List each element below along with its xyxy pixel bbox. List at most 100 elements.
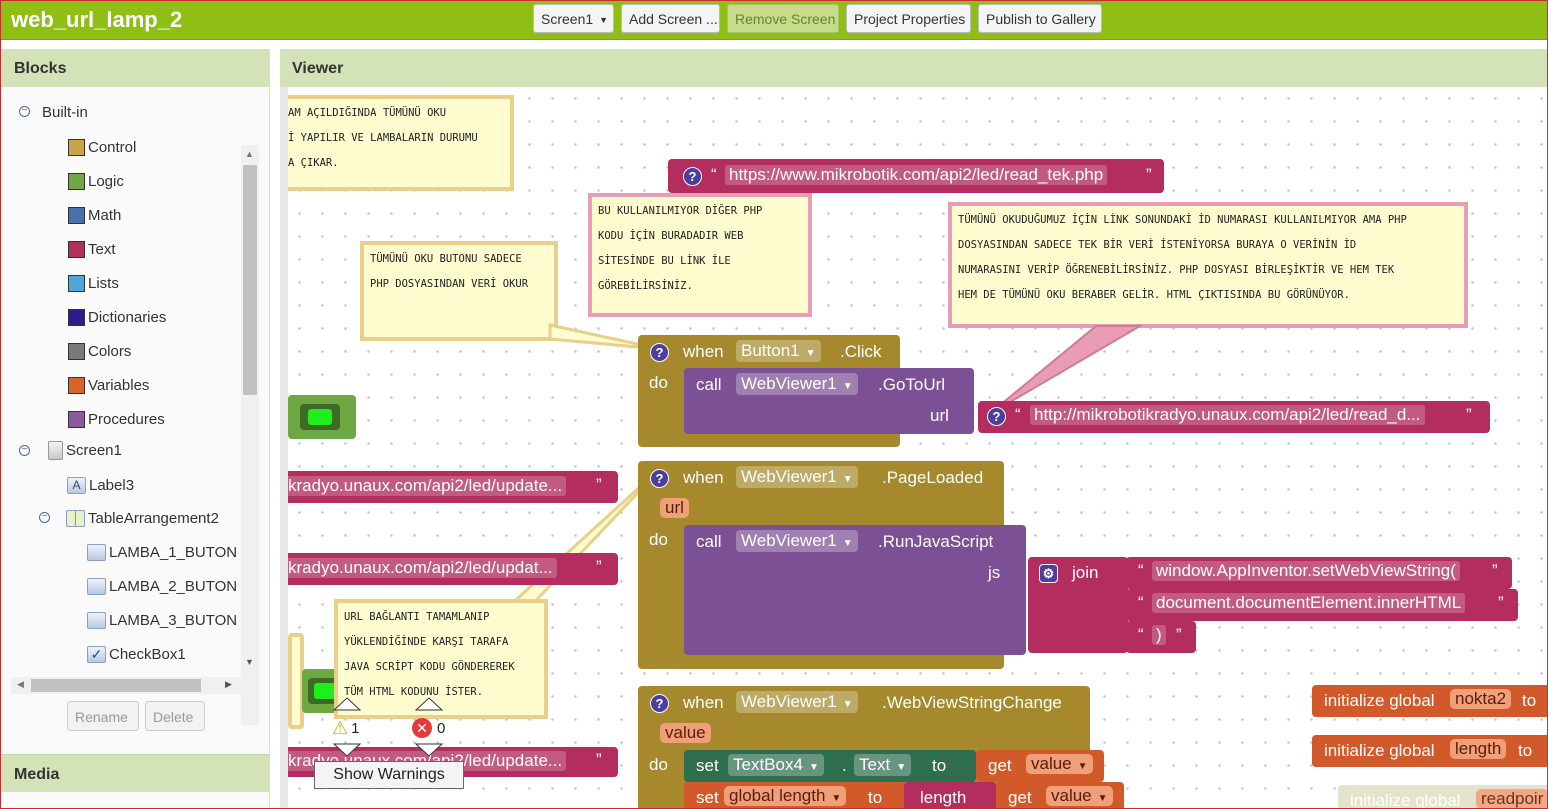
help-icon[interactable]: ? <box>650 343 669 362</box>
set-global-length[interactable]: set global length▼ to <box>684 782 906 808</box>
string-value[interactable]: http://mikrobotikradyo.unaux.com/api2/le… <box>1030 405 1425 425</box>
global-dropdown[interactable]: global length▼ <box>724 786 847 806</box>
init-global-nokta2[interactable]: initialize global nokta2 to <box>1312 685 1547 717</box>
category-label: Math <box>88 206 122 224</box>
string-value[interactable]: kradyo.unaux.com/api2/led/update... <box>288 476 567 496</box>
text-block-update-1[interactable]: kradyo.unaux.com/api2/led/update... ” <box>288 471 618 503</box>
scroll-thumb[interactable] <box>243 165 257 395</box>
init-global-readpoint[interactable]: initialize global readpoir <box>1338 785 1547 808</box>
tree-screen1[interactable]: Screen1 <box>48 439 122 461</box>
comment-top[interactable]: AM AÇILDIĞINDA TÜMÜNÜ OKU İ YAPILIR VE L… <box>288 95 514 191</box>
text-block-join-3[interactable]: “ ) ” <box>1126 621 1196 653</box>
chevron-down-icon: ▼ <box>599 15 609 26</box>
category-procedures[interactable]: Procedures <box>68 408 165 430</box>
help-icon[interactable]: ? <box>650 694 669 713</box>
tree-builtin[interactable]: Built-in <box>42 103 88 121</box>
collapse-icon[interactable]: − <box>19 445 30 456</box>
delete-button[interactable]: Delete <box>145 701 205 731</box>
string-value[interactable]: window.AppInventor.setWebViewString( <box>1152 561 1460 581</box>
global-name[interactable]: length <box>1450 739 1507 759</box>
remove-screen-button[interactable]: Remove Screen <box>727 4 839 33</box>
text-block-join-1[interactable]: “ window.AppInventor.setWebViewString( ” <box>1126 557 1512 589</box>
value-arg[interactable]: value <box>660 723 711 743</box>
tree-vertical-scrollbar[interactable]: ▲ ▼ <box>241 145 259 725</box>
show-warnings-button[interactable]: Show Warnings <box>314 761 464 789</box>
blocks-workspace[interactable]: AM AÇILDIĞINDA TÜMÜNÜ OKU İ YAPILIR VE L… <box>280 87 1547 808</box>
help-icon[interactable]: ? <box>987 407 1006 426</box>
text-block-join-2[interactable]: “ document.documentElement.innerHTML ” <box>1126 589 1518 621</box>
string-value[interactable]: https://www.mikrobotik.com/api2/led/read… <box>725 165 1108 185</box>
collapse-icon[interactable]: − <box>19 106 30 117</box>
get-value-block-2[interactable]: get value▼ <box>996 782 1124 808</box>
component-dropdown[interactable]: WebViewer1▼ <box>736 691 858 713</box>
category-text[interactable]: Text <box>68 238 116 260</box>
gear-icon[interactable]: ⚙ <box>1039 564 1058 583</box>
comment-php[interactable]: BU KULLANILMIYOR DİĞER PHP KODU İÇİN BUR… <box>588 193 812 317</box>
global-name[interactable]: nokta2 <box>1450 689 1512 709</box>
value-dropdown[interactable]: value▼ <box>1046 786 1113 806</box>
procedures-swatch-icon <box>68 410 85 428</box>
length-block[interactable]: length <box>904 782 996 808</box>
category-math[interactable]: Math <box>68 204 121 226</box>
category-variables[interactable]: Variables <box>68 374 149 396</box>
chevron-down-icon: ▼ <box>805 348 816 359</box>
component-dropdown[interactable]: Button1▼ <box>736 340 821 362</box>
category-logic[interactable]: Logic <box>68 170 124 192</box>
collapse-icon[interactable]: − <box>39 512 50 523</box>
url-arg[interactable]: url <box>660 498 689 518</box>
error-arrow-up[interactable] <box>414 697 444 711</box>
tree-tablearrangement2[interactable]: TableArrangement2 <box>66 507 219 529</box>
join-block[interactable]: ⚙ join <box>1028 557 1128 653</box>
chevron-down-icon: ▼ <box>1097 793 1108 804</box>
warning-arrow-up[interactable] <box>332 697 362 711</box>
string-value[interactable]: document.documentElement.innerHTML <box>1152 593 1466 613</box>
error-arrow-down[interactable] <box>414 743 444 757</box>
property-dropdown[interactable]: Text▼ <box>854 754 912 776</box>
scroll-thumb[interactable] <box>31 679 201 692</box>
comment-line: JAVA SCRİPT KODU GÖNDEREREK <box>344 661 515 673</box>
text-block-update-2[interactable]: kradyo.unaux.com/api2/led/updat... ” <box>288 553 618 585</box>
text-block-read-d[interactable]: ? “ http://mikrobotikradyo.unaux.com/api… <box>978 401 1490 433</box>
screen-selector[interactable]: Screen1▼ <box>533 4 614 33</box>
component-dropdown[interactable]: WebViewer1▼ <box>736 466 858 488</box>
help-icon[interactable]: ? <box>683 167 702 186</box>
webviewer-dropdown[interactable]: WebViewer1▼ <box>736 373 858 395</box>
tree-lamba1[interactable]: LAMBA_1_BUTON <box>87 541 237 563</box>
category-control[interactable]: Control <box>68 136 136 158</box>
string-value[interactable]: ) <box>1152 625 1166 645</box>
rename-button[interactable]: Rename <box>67 701 139 731</box>
set-textbox4-text[interactable]: set TextBox4▼ . Text▼ to <box>684 750 976 782</box>
add-screen-button[interactable]: Add Screen ... <box>621 4 720 33</box>
help-icon[interactable]: ? <box>650 469 669 488</box>
comment-url[interactable]: URL BAĞLANTI TAMAMLANIP YÜKLENDİĞİNDE KA… <box>334 599 548 719</box>
call-webviewer-gotourl[interactable]: call WebViewer1▼ .GoToUrl url <box>684 368 974 434</box>
webviewer-dropdown[interactable]: WebViewer1▼ <box>736 530 858 552</box>
textbox-dropdown[interactable]: TextBox4▼ <box>728 754 824 776</box>
tree-lamba3[interactable]: LAMBA_3_BUTON <box>87 609 237 631</box>
warning-arrow-down[interactable] <box>332 743 362 757</box>
component-block-stub[interactable] <box>288 395 356 439</box>
comment-button[interactable]: TÜMÜNÜ OKU BUTONU SADECE PHP DOSYASINDAN… <box>360 241 558 341</box>
text-block-read-tek[interactable]: ? “ https://www.mikrobotik.com/api2/led/… <box>668 159 1164 193</box>
comment-long[interactable]: TÜMÜNÜ OKUDUĞUMUZ İÇİN LİNK SONUNDAKİ İD… <box>948 202 1468 328</box>
global-name[interactable]: readpoir <box>1476 789 1547 808</box>
publish-gallery-button[interactable]: Publish to Gallery <box>978 4 1102 33</box>
string-value[interactable]: kradyo.unaux.com/api2/led/updat... <box>288 558 557 578</box>
category-lists[interactable]: Lists <box>68 272 119 294</box>
get-value-block[interactable]: get value▼ <box>976 750 1104 782</box>
call-webviewer-runjavascript[interactable]: call WebViewer1▼ .RunJavaScript js <box>684 525 1026 655</box>
category-dictionaries[interactable]: Dictionaries <box>68 306 166 328</box>
init-global-length[interactable]: initialize global length to <box>1312 735 1547 767</box>
quote-open: “ <box>711 165 717 184</box>
tree-lamba2[interactable]: LAMBA_2_BUTON <box>87 575 237 597</box>
project-properties-button[interactable]: Project Properties <box>846 4 971 33</box>
category-colors[interactable]: Colors <box>68 340 131 362</box>
scroll-down-icon[interactable]: ▼ <box>245 657 254 667</box>
value-dropdown[interactable]: value▼ <box>1026 754 1093 774</box>
tree-horizontal-scrollbar[interactable]: ◀ ▶ <box>11 677 241 694</box>
scroll-up-icon[interactable]: ▲ <box>245 149 254 159</box>
tree-checkbox1[interactable]: ✓CheckBox1 <box>87 643 186 665</box>
scroll-left-icon[interactable]: ◀ <box>17 679 24 689</box>
scroll-right-icon[interactable]: ▶ <box>225 679 232 689</box>
